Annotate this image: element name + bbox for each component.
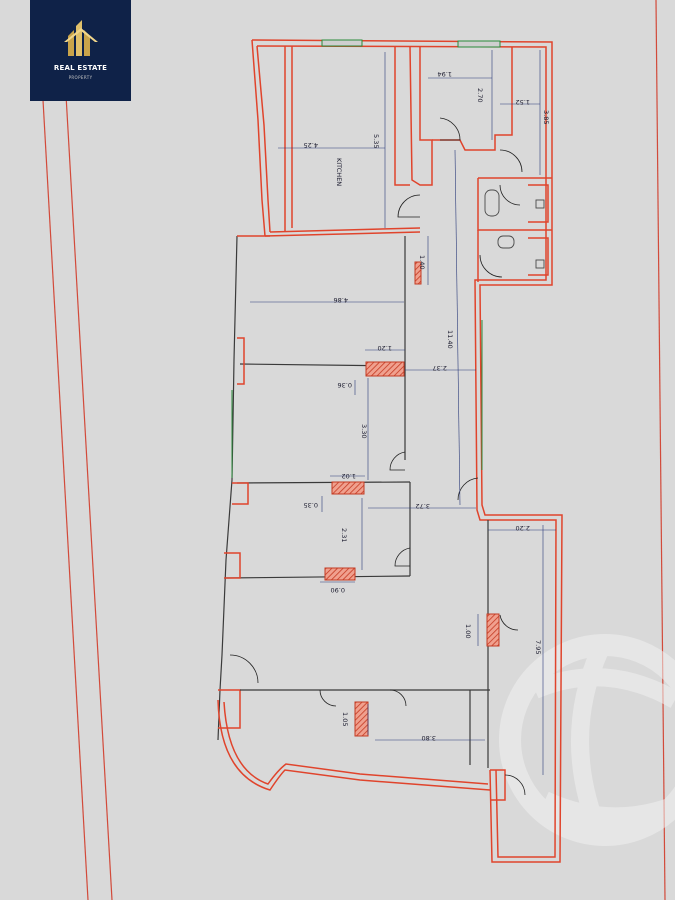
dim-label: 4.25 <box>304 141 318 149</box>
dim-label: 4.86 <box>334 296 348 304</box>
dim-label: 2.70 <box>476 88 484 102</box>
dim-label: 0.35 <box>304 501 318 509</box>
dim-label: 3.85 <box>542 110 550 124</box>
dim-label: 7.95 <box>534 640 542 654</box>
sheet-border-lines <box>42 0 666 900</box>
dim-label: 2.31 <box>340 528 348 542</box>
logo-title: REAL ESTATE <box>53 64 108 72</box>
windows <box>231 39 501 478</box>
building-logo-icon <box>64 20 98 56</box>
bathroom-walls <box>284 45 552 282</box>
dim-label: 1.05 <box>341 712 349 726</box>
doors <box>229 117 526 796</box>
dim-label: 2.37 <box>433 364 447 372</box>
dimension-labels: 1.94 2.70 1.52 3.85 4.25 5.35 KITCHEN 1.… <box>304 70 550 742</box>
real-estate-logo: REAL ESTATE PROPERTY <box>30 0 131 101</box>
kitchen-label: KITCHEN <box>335 158 343 186</box>
dim-label: 5.35 <box>372 134 380 148</box>
dim-label: 1.02 <box>342 472 356 480</box>
dim-label: 0.36 <box>338 381 352 389</box>
dim-label: 3.30 <box>360 424 368 438</box>
dim-label: 1.40 <box>418 255 426 269</box>
dim-label: 0.90 <box>331 586 345 594</box>
dim-label: 1.20 <box>378 344 392 352</box>
globe-watermark-icon <box>499 634 675 846</box>
structural-columns <box>324 261 500 737</box>
dim-label: 3.80 <box>422 734 436 742</box>
dim-label: 2.20 <box>516 524 530 532</box>
dim-label: 1.52 <box>516 98 530 106</box>
dimension-lines <box>250 50 556 775</box>
dim-label: 3.72 <box>416 502 430 510</box>
logo-subtitle: PROPERTY <box>68 75 93 80</box>
dim-label: 1.00 <box>464 624 472 638</box>
outer-walls <box>217 39 563 863</box>
dim-label: 11.40 <box>446 330 454 349</box>
dim-label: 1.94 <box>438 70 452 78</box>
